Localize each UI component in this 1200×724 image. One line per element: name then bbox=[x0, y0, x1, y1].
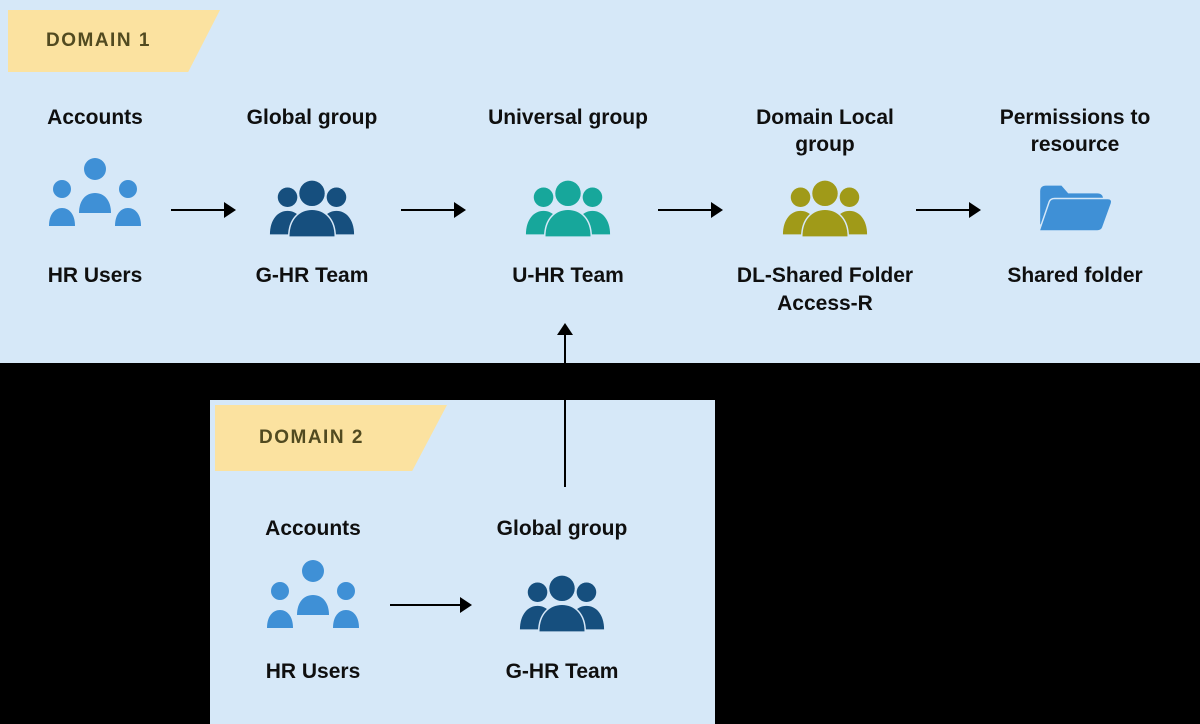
column-label: G-HR Team bbox=[255, 264, 369, 287]
arrow-accounts-to-global bbox=[171, 202, 236, 218]
column-header: Accounts bbox=[47, 106, 143, 129]
arrow-global-to-universal bbox=[401, 202, 466, 218]
arrow-d2-accounts-to-global bbox=[390, 597, 472, 613]
domain1-col-universal-group: Universal group U-HR Team bbox=[458, 0, 678, 363]
column-label: DL-Shared Folder Access-R bbox=[736, 264, 914, 315]
domain1-col-domain-local-group: Domain Local group DL-Shared Folder Acce… bbox=[725, 0, 925, 363]
group-icon bbox=[519, 574, 605, 633]
group-icon bbox=[525, 179, 611, 238]
domain2-col-accounts: Accounts HR Users bbox=[218, 400, 408, 724]
arrow-universal-to-domain-local bbox=[658, 202, 723, 218]
domain2-panel: DOMAIN 2 Accounts HR Users Global group bbox=[210, 400, 715, 724]
domain1-col-accounts: Accounts HR Users bbox=[0, 0, 190, 363]
column-label: HR Users bbox=[47, 264, 143, 287]
domain2-col-global-group: Global group G-HR Team bbox=[462, 400, 662, 724]
domain1-panel: DOMAIN 1 Accounts HR Users Global group bbox=[0, 0, 1200, 363]
column-header: Global group bbox=[496, 517, 628, 540]
column-header: Domain Local group bbox=[756, 106, 894, 156]
domain1-col-permissions: Permissions to resource Shared folder bbox=[965, 0, 1185, 363]
column-label: HR Users bbox=[265, 660, 361, 683]
users-icon bbox=[267, 560, 359, 628]
group-icon bbox=[782, 179, 868, 238]
domain2-badge: DOMAIN 2 bbox=[215, 405, 447, 471]
arrow-domain-local-to-permissions bbox=[916, 202, 981, 218]
domain1-badge: DOMAIN 1 bbox=[8, 10, 220, 72]
column-header: Global group bbox=[246, 106, 378, 129]
domain1-badge-label: DOMAIN 1 bbox=[46, 30, 151, 51]
open-folder-icon bbox=[1038, 185, 1113, 232]
column-label: Shared folder bbox=[1007, 264, 1143, 287]
arrow-d2-global-to-universal bbox=[557, 323, 573, 487]
column-label: U-HR Team bbox=[512, 264, 624, 287]
domain2-badge-label: DOMAIN 2 bbox=[259, 427, 364, 448]
group-icon bbox=[269, 179, 355, 238]
column-header: Universal group bbox=[488, 106, 648, 129]
column-label: G-HR Team bbox=[505, 660, 619, 683]
column-header: Permissions to resource bbox=[999, 106, 1151, 156]
domain1-col-global-group: Global group G-HR Team bbox=[212, 0, 412, 363]
column-header: Accounts bbox=[265, 517, 361, 540]
users-icon bbox=[49, 158, 141, 226]
